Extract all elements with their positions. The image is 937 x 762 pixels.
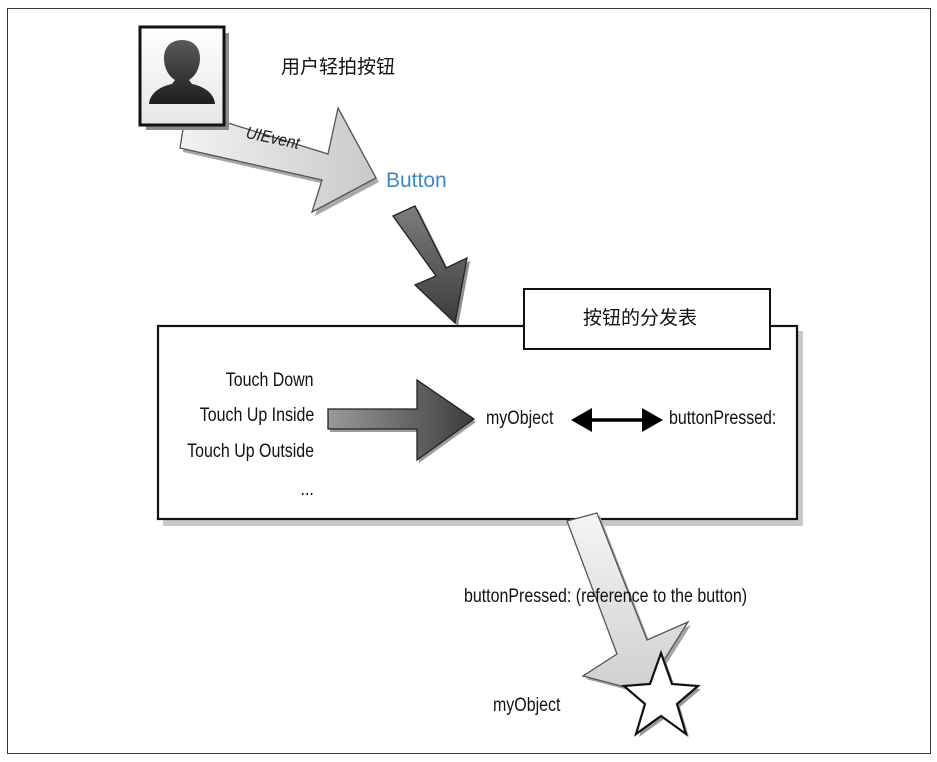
event-touch-down: Touch Down (226, 370, 314, 391)
event-touch-up-inside: Touch Up Inside (199, 405, 314, 426)
action-label: buttonPressed: (669, 408, 777, 429)
diagram-frame (7, 8, 931, 754)
star-icon (621, 649, 701, 737)
receiver-label: myObject (493, 695, 561, 716)
user-tap-caption: 用户轻拍按钮 (281, 56, 396, 78)
message-arrow (566, 512, 691, 695)
target-label: myObject (486, 408, 554, 429)
button-to-table-arrow (392, 205, 470, 326)
dispatch-table-box (156, 324, 803, 526)
event-more-ellipsis: ... (300, 479, 314, 500)
message-label: buttonPressed: (reference to the button) (464, 586, 748, 607)
dispatch-table-title-tab (523, 288, 771, 350)
user-silhouette-icon (138, 25, 229, 130)
button-label: Button (386, 169, 447, 192)
events-to-target-arrow (327, 378, 476, 463)
dispatch-table-title: 按钮的分发表 (583, 307, 698, 329)
event-touch-up-outside: Touch Up Outside (187, 441, 314, 462)
uievent-arrow (179, 106, 379, 216)
target-action-double-arrow (571, 408, 663, 432)
